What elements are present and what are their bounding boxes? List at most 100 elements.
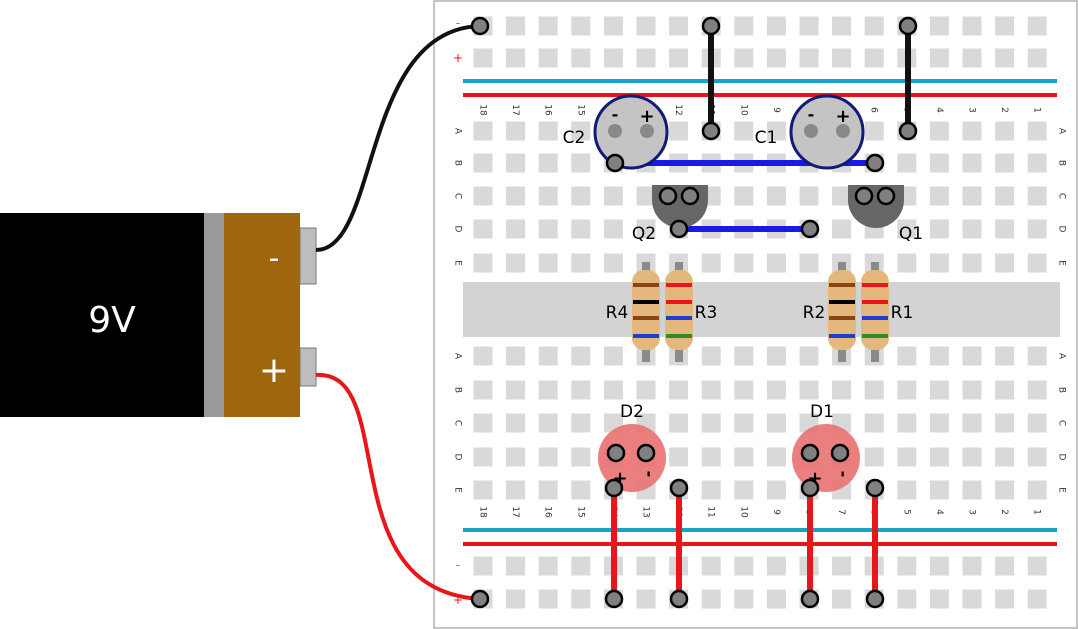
breadboard-hole[interactable] <box>473 556 493 576</box>
pin-endpoint[interactable] <box>636 443 656 463</box>
breadboard-hole[interactable] <box>636 380 656 400</box>
breadboard-hole[interactable] <box>864 16 884 36</box>
breadboard-hole[interactable] <box>995 121 1015 141</box>
breadboard-hole[interactable] <box>929 413 949 433</box>
breadboard-hole[interactable] <box>1027 447 1047 467</box>
breadboard-hole[interactable] <box>506 556 526 576</box>
breadboard-hole[interactable] <box>995 253 1015 273</box>
breadboard-hole[interactable] <box>1027 186 1047 206</box>
breadboard-hole[interactable] <box>506 380 526 400</box>
breadboard-hole[interactable] <box>571 447 591 467</box>
breadboard-hole[interactable] <box>799 186 819 206</box>
breadboard-hole[interactable] <box>538 219 558 239</box>
pin-endpoint[interactable] <box>604 478 624 498</box>
breadboard-hole[interactable] <box>897 556 917 576</box>
breadboard-hole[interactable] <box>506 413 526 433</box>
breadboard-hole[interactable] <box>995 447 1015 467</box>
breadboard-hole[interactable] <box>962 447 982 467</box>
breadboard-hole[interactable] <box>571 121 591 141</box>
breadboard-hole[interactable] <box>734 121 754 141</box>
pin-endpoint[interactable] <box>865 153 885 173</box>
breadboard-hole[interactable] <box>473 380 493 400</box>
breadboard-hole[interactable] <box>766 447 786 467</box>
breadboard-hole[interactable] <box>962 48 982 68</box>
breadboard-hole[interactable] <box>962 219 982 239</box>
breadboard-hole[interactable] <box>734 253 754 273</box>
breadboard-hole[interactable] <box>571 556 591 576</box>
breadboard-hole[interactable] <box>538 186 558 206</box>
breadboard-hole[interactable] <box>506 186 526 206</box>
breadboard-hole[interactable] <box>669 48 689 68</box>
breadboard-hole[interactable] <box>929 346 949 366</box>
breadboard-hole[interactable] <box>897 447 917 467</box>
breadboard-hole[interactable] <box>995 346 1015 366</box>
pin-endpoint[interactable] <box>669 219 689 239</box>
breadboard-hole[interactable] <box>538 480 558 500</box>
breadboard-hole[interactable] <box>962 380 982 400</box>
breadboard-hole[interactable] <box>766 413 786 433</box>
breadboard-hole[interactable] <box>538 556 558 576</box>
breadboard-hole[interactable] <box>1027 589 1047 609</box>
breadboard-hole[interactable] <box>603 253 623 273</box>
breadboard-hole[interactable] <box>734 16 754 36</box>
breadboard-hole[interactable] <box>897 380 917 400</box>
resistor-r1[interactable] <box>861 262 889 362</box>
breadboard-hole[interactable] <box>832 556 852 576</box>
breadboard-hole[interactable] <box>1027 380 1047 400</box>
breadboard-hole[interactable] <box>962 556 982 576</box>
breadboard-hole[interactable] <box>571 153 591 173</box>
breadboard-hole[interactable] <box>962 186 982 206</box>
breadboard-hole[interactable] <box>538 346 558 366</box>
breadboard-hole[interactable] <box>701 413 721 433</box>
breadboard-hole[interactable] <box>669 16 689 36</box>
pin-endpoint[interactable] <box>854 186 874 206</box>
breadboard-hole[interactable] <box>669 447 689 467</box>
pin-endpoint[interactable] <box>701 16 721 36</box>
breadboard-hole[interactable] <box>603 16 623 36</box>
breadboard-hole[interactable] <box>864 413 884 433</box>
breadboard-hole[interactable] <box>473 121 493 141</box>
breadboard-hole[interactable] <box>1027 346 1047 366</box>
breadboard-hole[interactable] <box>766 380 786 400</box>
breadboard-hole[interactable] <box>473 447 493 467</box>
breadboard-hole[interactable] <box>1027 121 1047 141</box>
breadboard-hole[interactable] <box>538 121 558 141</box>
breadboard-hole[interactable] <box>832 589 852 609</box>
breadboard-hole[interactable] <box>669 413 689 433</box>
breadboard-hole[interactable] <box>897 413 917 433</box>
breadboard-hole[interactable] <box>1027 556 1047 576</box>
pin-endpoint[interactable] <box>669 589 689 609</box>
breadboard-hole[interactable] <box>962 413 982 433</box>
breadboard-hole[interactable] <box>897 589 917 609</box>
breadboard-hole[interactable] <box>701 447 721 467</box>
breadboard-hole[interactable] <box>929 589 949 609</box>
breadboard-hole[interactable] <box>897 346 917 366</box>
breadboard-hole[interactable] <box>929 186 949 206</box>
breadboard-hole[interactable] <box>766 186 786 206</box>
breadboard-hole[interactable] <box>995 480 1015 500</box>
breadboard-hole[interactable] <box>636 556 656 576</box>
breadboard-hole[interactable] <box>864 48 884 68</box>
breadboard-hole[interactable] <box>995 219 1015 239</box>
breadboard-hole[interactable] <box>506 48 526 68</box>
breadboard-hole[interactable] <box>571 413 591 433</box>
breadboard-hole[interactable] <box>701 589 721 609</box>
breadboard-hole[interactable] <box>701 346 721 366</box>
breadboard-hole[interactable] <box>636 48 656 68</box>
breadboard-hole[interactable] <box>1027 48 1047 68</box>
breadboard-hole[interactable] <box>538 253 558 273</box>
breadboard-hole[interactable] <box>962 589 982 609</box>
breadboard-hole[interactable] <box>571 253 591 273</box>
breadboard-hole[interactable] <box>799 380 819 400</box>
breadboard-hole[interactable] <box>995 153 1015 173</box>
breadboard-hole[interactable] <box>571 480 591 500</box>
breadboard-hole[interactable] <box>701 253 721 273</box>
breadboard-hole[interactable] <box>929 380 949 400</box>
breadboard-hole[interactable] <box>734 346 754 366</box>
breadboard-hole[interactable] <box>929 219 949 239</box>
breadboard-hole[interactable] <box>929 48 949 68</box>
breadboard-hole[interactable] <box>603 48 623 68</box>
breadboard-hole[interactable] <box>506 253 526 273</box>
breadboard-hole[interactable] <box>766 48 786 68</box>
pin-endpoint[interactable] <box>898 121 918 141</box>
